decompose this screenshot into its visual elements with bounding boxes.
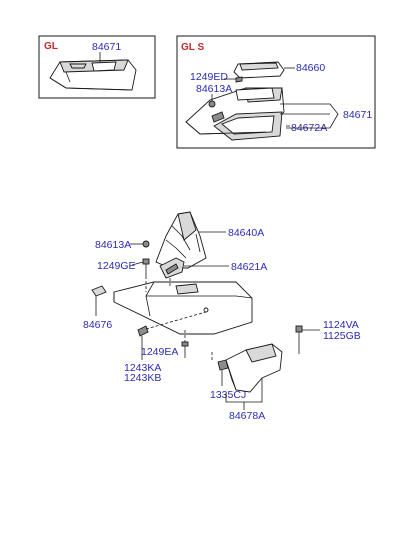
bracket-84678A [225, 343, 283, 393]
gl-console-drawing [49, 59, 137, 91]
part-84613A[interactable]: 84613A [95, 239, 131, 251]
clip-84621A [159, 257, 185, 279]
gls-tag: GL S [181, 42, 204, 53]
gls-part-84671[interactable]: 84671 [343, 109, 372, 121]
part-1124VA[interactable]: 1124VA [323, 319, 359, 331]
part-84640A[interactable]: 84640A [228, 227, 264, 239]
gl-tag: GL [44, 41, 58, 52]
part-1335CJ[interactable]: 1335CJ [210, 389, 246, 401]
part-1125GB[interactable]: 1125GB [323, 330, 361, 342]
nut-84613A [130, 240, 150, 248]
bolt-1249GE [131, 258, 150, 276]
screw-1243KA [181, 341, 189, 358]
part-1243KB[interactable]: 1243KB [124, 372, 161, 384]
gls-nut-84613A [208, 94, 216, 108]
clip-1335CJ [217, 359, 229, 386]
bolt-1124VA [295, 325, 320, 354]
part-1249GE[interactable]: 1249GE [97, 260, 136, 272]
part-84676[interactable]: 84676 [83, 319, 112, 331]
gls-part-84660[interactable]: 84660 [296, 62, 325, 74]
bolt-1249EA [137, 311, 207, 360]
gls-screw-1249ED [224, 76, 243, 83]
gls-part-84613A[interactable]: 84613A [196, 83, 232, 95]
gl-variant-box: GL 84671 [38, 35, 156, 99]
shift-boot-drawing [155, 211, 207, 269]
base-panel-drawing [113, 276, 253, 335]
part-1243KA[interactable]: 1243KA [124, 362, 161, 374]
part-84678A[interactable]: 84678A [229, 410, 265, 422]
gls-variant-box: GL S 84660 1249ED 84613A 84672A 84671 [176, 35, 376, 149]
gls-lid-drawing [233, 61, 285, 79]
part-1249EA[interactable]: 1249EA [141, 346, 178, 358]
gl-part-84671[interactable]: 84671 [92, 41, 121, 53]
pad-84676 [91, 285, 107, 316]
gls-part-1249ED[interactable]: 1249ED [190, 71, 228, 83]
part-84621A[interactable]: 84621A [231, 261, 267, 273]
gls-console-drawing [185, 87, 285, 141]
